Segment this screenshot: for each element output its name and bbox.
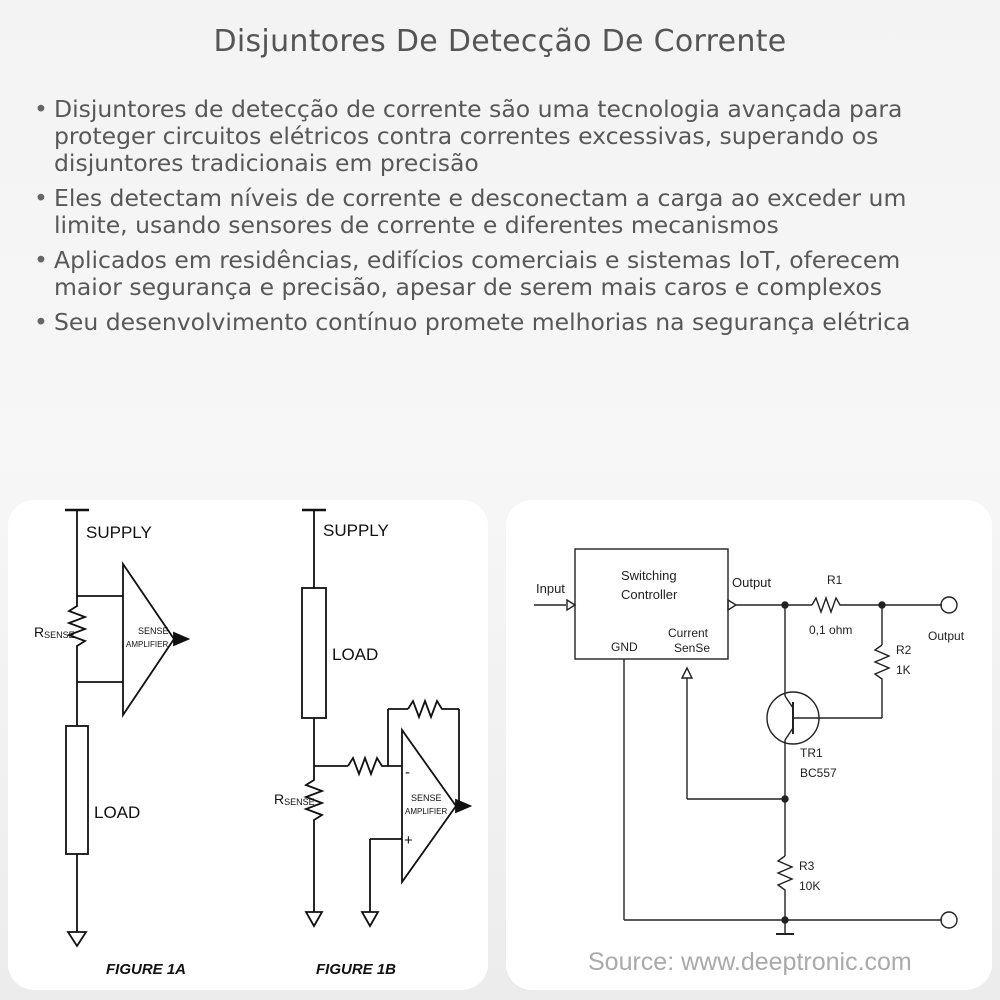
r1-value: 0,1 ohm bbox=[809, 623, 852, 637]
ground-terminal bbox=[940, 911, 958, 929]
page-title: Disjuntores De Detecção De Corrente bbox=[213, 24, 787, 59]
output-terminal-label: Output bbox=[928, 629, 965, 643]
tr1-name: TR1 bbox=[800, 746, 823, 760]
amp-label: AMPLIFIER bbox=[405, 807, 447, 816]
r2-name: R2 bbox=[896, 643, 912, 657]
current-sense-label: SenSe bbox=[674, 641, 710, 655]
ground-icon bbox=[360, 911, 380, 928]
amp-label: AMPLIFIER bbox=[126, 640, 168, 649]
bullet-item: Disjuntores de detecção de corrente são … bbox=[30, 96, 970, 177]
controller-label: Controller bbox=[621, 587, 678, 602]
minus-sign: - bbox=[405, 764, 410, 781]
sense-amplifier bbox=[122, 561, 176, 718]
junction-dot bbox=[781, 795, 789, 803]
load-box bbox=[65, 725, 89, 855]
ground-icon bbox=[66, 931, 88, 948]
plus-sign: + bbox=[404, 832, 413, 849]
bullet-list: Disjuntores de detecção de corrente são … bbox=[30, 96, 970, 344]
ground-icon bbox=[304, 911, 324, 928]
r3-name: R3 bbox=[799, 859, 815, 873]
tr1-value: BC557 bbox=[800, 766, 837, 780]
feedback-resistor bbox=[407, 698, 459, 720]
figure-panel-left: SUPPLY RSENSE SENSE AMPLIFIER LOAD FIGUR… bbox=[8, 500, 488, 990]
amp-output-arrow bbox=[173, 631, 191, 647]
input-resistor bbox=[347, 755, 402, 777]
r3-value: 10K bbox=[799, 879, 820, 893]
output-pin-label: Output bbox=[732, 575, 771, 590]
supply-label: SUPPLY bbox=[86, 523, 152, 542]
sense-amplifier bbox=[401, 727, 458, 885]
amp-label: SENSE bbox=[138, 626, 169, 636]
load-box bbox=[301, 587, 327, 719]
figure-1a: SUPPLY RSENSE SENSE AMPLIFIER LOAD FIGUR… bbox=[34, 508, 191, 978]
figure-1b-caption: FIGURE 1B bbox=[316, 961, 396, 978]
bullet-item: Seu desenvolvimento contínuo promete mel… bbox=[30, 309, 970, 337]
output-terminal bbox=[940, 596, 958, 614]
sense-amplifier-figures: SUPPLY RSENSE SENSE AMPLIFIER LOAD FIGUR… bbox=[34, 508, 473, 978]
input-arrow-icon bbox=[566, 598, 577, 612]
rsense-label: RSENSE bbox=[274, 791, 315, 807]
source-credit: Source: www.deeptronic.com bbox=[588, 948, 912, 976]
transistor-tr1 bbox=[766, 691, 820, 745]
sense-arrow-icon bbox=[680, 666, 694, 679]
sense-resistor bbox=[303, 766, 325, 912]
input-label: Input bbox=[536, 581, 565, 596]
bullet-item: Eles detectam níveis de corrente e desco… bbox=[30, 185, 970, 239]
resistor-r2 bbox=[873, 644, 891, 718]
sense-resistor bbox=[66, 596, 88, 682]
transistor-emitter bbox=[784, 695, 794, 709]
bullet-item: Aplicados em residências, edifícios come… bbox=[30, 247, 970, 301]
load-label: LOAD bbox=[332, 645, 378, 664]
transistor-collector bbox=[784, 727, 794, 741]
amp-label: SENSE bbox=[411, 793, 442, 803]
supply-label: SUPPLY bbox=[323, 521, 389, 540]
current-sense-circuit: Switching Controller GND Current SenSe I… bbox=[534, 548, 965, 976]
rsense-label: RSENSE bbox=[34, 624, 75, 640]
controller-label: Switching bbox=[621, 568, 677, 583]
figure-1a-caption: FIGURE 1A bbox=[106, 961, 186, 978]
resistor-r1 bbox=[811, 595, 882, 615]
gnd-pin-label: GND bbox=[611, 640, 638, 654]
current-sense-label: Current bbox=[668, 626, 709, 640]
output-arrow-icon bbox=[727, 598, 738, 612]
r2-value: 1K bbox=[896, 663, 911, 677]
r1-name: R1 bbox=[827, 573, 843, 587]
load-label: LOAD bbox=[94, 803, 140, 822]
resistor-r3 bbox=[776, 855, 794, 920]
figure-panel-right: Switching Controller GND Current SenSe I… bbox=[506, 500, 992, 990]
figure-1b: SUPPLY LOAD RSENSE SENSE AMPLIFIER - + F… bbox=[274, 508, 473, 978]
